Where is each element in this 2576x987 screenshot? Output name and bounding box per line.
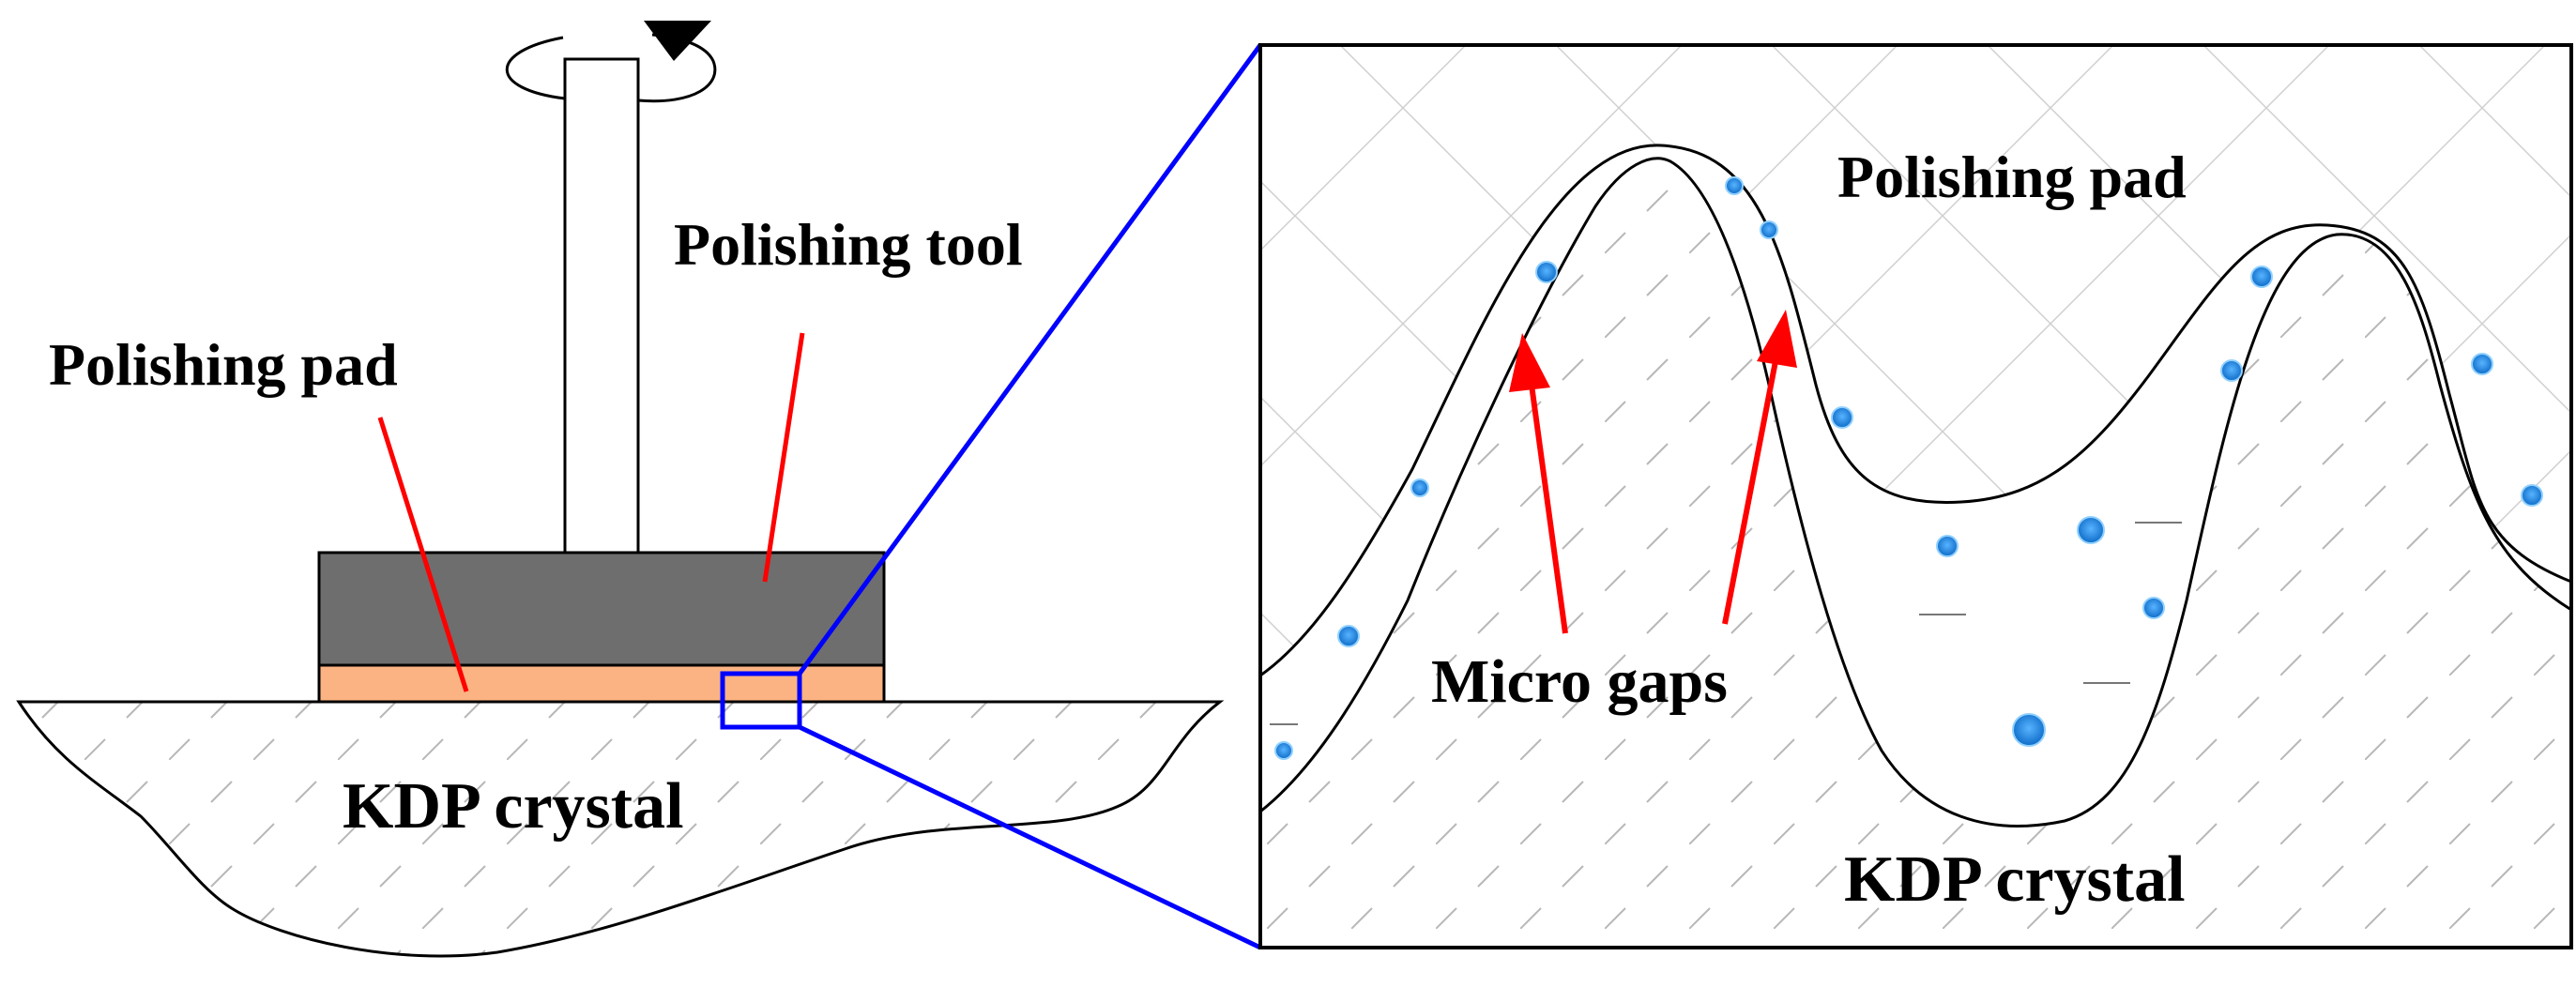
particle: [1535, 261, 1558, 283]
particle: [1274, 741, 1293, 760]
zoom-source-box: [720, 671, 802, 730]
particle: [1831, 406, 1853, 429]
zoom-line-top: [797, 43, 1263, 676]
crystal-region: [1260, 158, 2571, 948]
particle: [2012, 713, 2046, 747]
particle: [1936, 535, 1959, 557]
pad-region: [1260, 45, 2571, 676]
particle: [2250, 266, 2273, 288]
particle: [2220, 359, 2243, 382]
polishing-pad-pointer: [377, 417, 469, 692]
gap-dashes: [1270, 522, 2182, 725]
zoom-callout: [720, 43, 1263, 950]
micro-gaps-label: Micro gaps: [1431, 647, 1728, 716]
micro-gap-arrows: [1509, 310, 1797, 634]
particle: [1410, 478, 1429, 497]
pad-surface-curve: [1259, 144, 2572, 677]
kdp-crystal-body: [16, 700, 1225, 958]
polishing-tool-body: [317, 551, 886, 667]
particle: [1725, 176, 1744, 195]
particle: [2521, 484, 2543, 507]
magnified-panel-border: [1258, 43, 2573, 949]
particle: [2471, 353, 2493, 375]
magnified-panel: Polishing pad Micro gaps KDP crystal: [1258, 43, 2573, 949]
spindle-shaft: [563, 57, 640, 554]
polishing-pad: [317, 663, 886, 704]
particle: [1760, 220, 1778, 239]
right-polishing-pad-label: Polishing pad: [1837, 144, 2187, 210]
polishing-tool-pointer: [762, 332, 805, 583]
left-polishing-pad-label: Polishing pad: [49, 331, 398, 398]
right-kdp-crystal-label: KDP crystal: [1844, 843, 2186, 916]
particle: [2077, 516, 2105, 544]
particle: [1337, 625, 1360, 647]
zoom-line-bottom: [798, 724, 1262, 950]
rotation-arrow-icon: [505, 21, 717, 103]
left-assembly: Polishing tool Polishing pad KDP crystal: [16, 21, 1225, 958]
abrasive-particles: [1274, 176, 2543, 760]
left-kdp-crystal-label: KDP crystal: [343, 770, 684, 843]
particle: [2142, 597, 2165, 619]
left-polishing-tool-label: Polishing tool: [674, 211, 1023, 278]
